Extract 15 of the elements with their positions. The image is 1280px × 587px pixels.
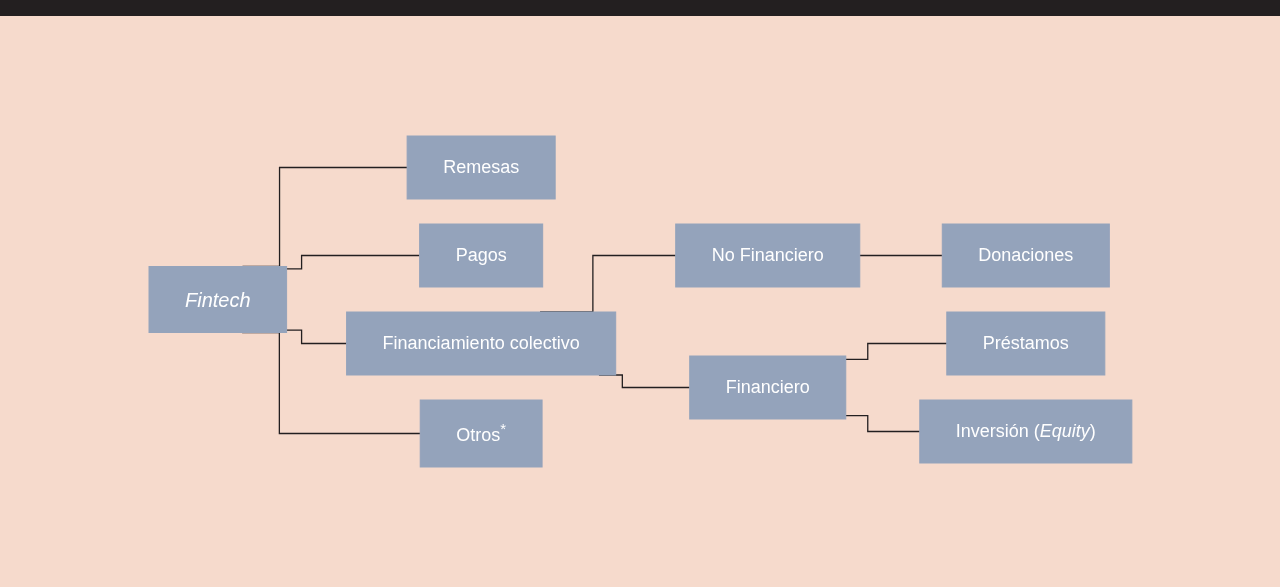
node-box: Préstamos	[945, 311, 1105, 376]
node-box: Financiamiento colectivo	[345, 311, 616, 376]
node-box: Donaciones	[941, 223, 1110, 288]
node-box: Fintech	[148, 266, 287, 333]
node-box: No Financiero	[674, 223, 860, 288]
node-box: Financiero	[688, 355, 846, 420]
node-box: Pagos	[418, 223, 543, 288]
connector	[285, 254, 420, 270]
connector	[844, 415, 920, 433]
node-box: Otros$^{*}$	[419, 399, 543, 468]
connector	[858, 254, 943, 257]
connector	[285, 329, 347, 345]
node-box: Remesas	[406, 135, 556, 200]
connector	[844, 342, 947, 360]
node-box: Inversión (Equity)	[918, 399, 1132, 464]
